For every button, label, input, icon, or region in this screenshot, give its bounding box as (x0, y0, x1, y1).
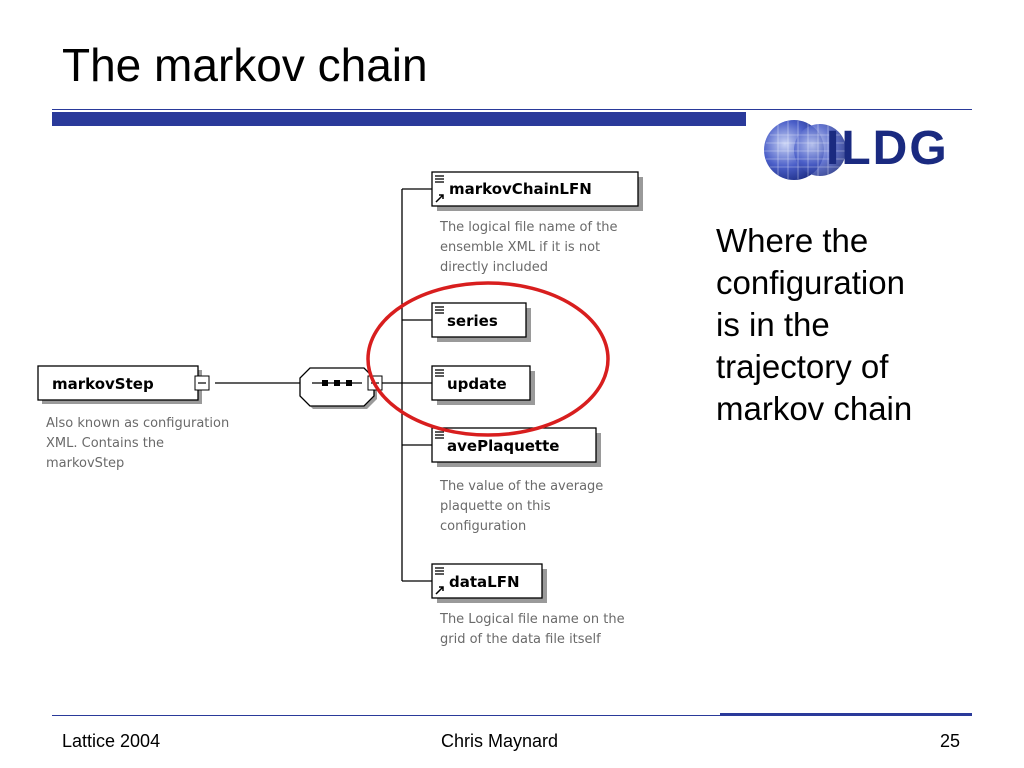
title-rule-bar (52, 112, 746, 126)
node-box (431, 302, 527, 338)
node-markovchainlfn: markovChainLFN (431, 171, 643, 211)
element-icon (435, 369, 444, 377)
reference-arrow-icon (435, 586, 444, 595)
node-label: avePlaquette (447, 437, 559, 455)
footer-rule-thick (720, 713, 972, 716)
node-label: series (447, 312, 498, 330)
logo-text: ILDG (826, 122, 949, 175)
title-rule-thin (52, 109, 746, 110)
highlight-ellipse (366, 281, 610, 437)
side-note: Where the configuration is in the trajec… (716, 222, 913, 427)
sequence-compositor (299, 367, 383, 409)
node-box (431, 563, 543, 599)
element-icon (435, 431, 444, 439)
sequence-dot-3 (346, 380, 352, 386)
node-series: series (431, 302, 531, 342)
root-description: Also known as configuration XML. Contain… (46, 416, 230, 471)
node-label-root: markovStep (52, 375, 154, 393)
element-icon (435, 567, 444, 575)
node-box (37, 365, 199, 401)
ildg-logo (764, 120, 846, 180)
node-markovstep: markovStep (37, 365, 210, 404)
node-aveplaquette: avePlaquette (431, 427, 601, 467)
footer-left: Lattice 2004 (62, 731, 161, 751)
node-box (431, 171, 639, 207)
node-label: update (447, 375, 507, 393)
markovchainlfn-description: The logical file name of the ensemble XM… (440, 220, 618, 275)
footer-rule (52, 715, 720, 716)
datalfn-description: The Logical file name on the grid of the… (440, 612, 625, 647)
slide-number: 25 (940, 731, 961, 751)
node-datalfn: dataLFN (431, 563, 547, 603)
aveplaquette-description: The value of the average plaquette on th… (440, 479, 604, 534)
node-update: update (431, 365, 535, 405)
element-icon (435, 175, 444, 183)
element-icon (435, 306, 444, 314)
title-rule-thin-right (746, 109, 972, 110)
sequence-dot-2 (334, 380, 340, 386)
node-label: dataLFN (449, 573, 520, 591)
slide-title: The markov chain (62, 39, 428, 91)
sequence-octagon (299, 367, 375, 407)
footer-center: Chris Maynard (441, 731, 559, 751)
sequence-dot-1 (322, 380, 328, 386)
node-label: markovChainLFN (449, 180, 592, 198)
node-box (431, 365, 531, 401)
reference-arrow-icon (435, 194, 444, 203)
